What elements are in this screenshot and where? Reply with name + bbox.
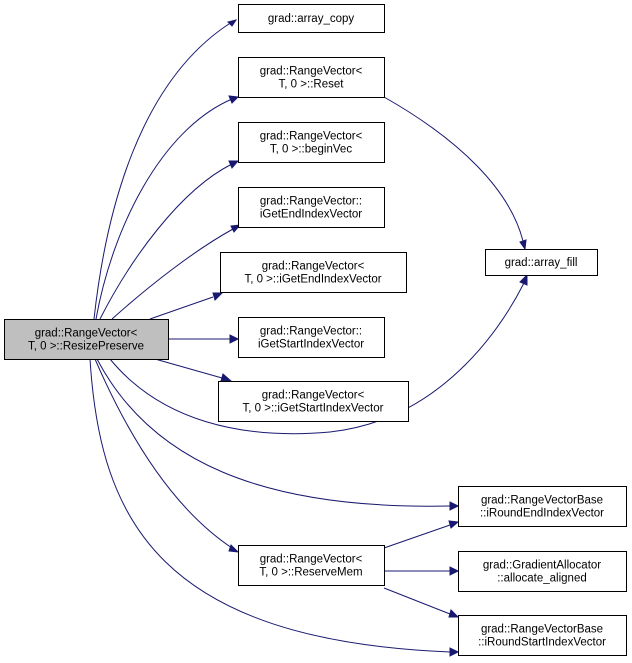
edge-resize_preserve-to-iround_start_index_vector xyxy=(89,358,460,657)
node-label-line: grad::RangeVector:: xyxy=(260,196,362,208)
edge-resize_preserve-to-reserve_mem xyxy=(94,358,240,553)
node-label-line: grad::RangeVector< xyxy=(35,328,138,340)
edge-resize_preserve-to-iget_end_index_vector xyxy=(111,224,242,320)
node-resize-preserve[interactable]: grad::RangeVector<T, 0 >::ResizePreserve xyxy=(4,319,169,360)
edge-line xyxy=(95,98,233,320)
node-label-line: grad::RangeVector< xyxy=(260,131,363,143)
edge-resize_preserve-to-begin_vec xyxy=(99,160,240,320)
arrowhead-icon xyxy=(448,520,460,529)
node-label-line: grad::RangeVector< xyxy=(260,554,363,566)
edge-resize_preserve-to-iget_start_index_vector_t0 xyxy=(154,358,233,382)
node-label-line: iGetEndIndexVector xyxy=(260,209,362,221)
edge-line xyxy=(96,358,451,507)
node-allocate-aligned[interactable]: grad::GradientAllocator::allocate_aligne… xyxy=(458,551,627,592)
node-label-line: grad::RangeVectorBase xyxy=(481,495,603,507)
edge-reset-to-array_fill xyxy=(383,96,527,251)
edge-reserve_mem-to-iround_end_index_vector xyxy=(383,520,460,549)
node-box xyxy=(238,187,385,228)
node-reserve-mem[interactable]: grad::RangeVector<T, 0 >::ReserveMem xyxy=(238,545,385,586)
node-box xyxy=(458,486,627,527)
arrowhead-icon xyxy=(228,95,240,104)
node-label-line: grad::RangeVectorBase xyxy=(481,624,603,636)
node-array-fill[interactable]: grad::array_fill xyxy=(485,249,598,276)
edge-reserve_mem-to-iround_start_index_vector xyxy=(383,587,460,618)
node-box xyxy=(238,545,385,586)
node-label-line: grad::array_copy xyxy=(268,13,355,25)
node-label-line: grad::array_fill xyxy=(505,257,578,269)
edge-line xyxy=(94,358,233,549)
edge-line xyxy=(149,296,214,320)
node-box xyxy=(485,249,598,276)
edge-reserve_mem-to-allocate_aligned xyxy=(384,566,460,576)
node-label-line: T, 0 >::iGetEndIndexVector xyxy=(244,274,381,286)
arrowhead-icon xyxy=(519,273,528,286)
arrowhead-icon xyxy=(229,334,240,344)
arrowhead-icon xyxy=(449,501,460,511)
node-label-line: T, 0 >::beginVec xyxy=(270,144,352,156)
edge-resize_preserve-to-iget_end_index_vector_t0 xyxy=(149,292,224,320)
edge-resize_preserve-to-iget_start_index_vector xyxy=(168,334,240,344)
edge-line xyxy=(383,524,451,549)
edge-resize_preserve-to-array_fill xyxy=(109,273,528,435)
edge-line xyxy=(154,358,223,379)
node-reset[interactable]: grad::RangeVector<T, 0 >::Reset xyxy=(238,57,385,98)
node-label-line: ::allocate_aligned xyxy=(497,573,587,585)
edge-resize_preserve-to-iround_end_index_vector xyxy=(96,358,460,511)
node-begin-vec[interactable]: grad::RangeVector<T, 0 >::beginVec xyxy=(238,122,385,163)
node-label-line: grad::RangeVector< xyxy=(260,66,363,78)
node-label-line: grad::RangeVector< xyxy=(262,261,365,273)
node-label-line: T, 0 >::ReserveMem xyxy=(259,567,362,579)
node-label-line: grad::RangeVector:: xyxy=(260,326,362,338)
node-label-line: grad::GradientAllocator xyxy=(483,560,601,572)
nodes-layer: grad::RangeVector<T, 0 >::ResizePreserve… xyxy=(4,4,627,656)
arrowhead-icon xyxy=(220,373,233,382)
arrowhead-icon xyxy=(228,544,240,553)
edge-line xyxy=(383,96,524,242)
node-label-line: T, 0 >::ResizePreserve xyxy=(28,341,144,353)
arrowhead-icon xyxy=(449,647,460,657)
edge-line xyxy=(99,163,233,320)
edges-layer xyxy=(89,19,528,657)
arrowhead-icon xyxy=(448,609,460,618)
node-box xyxy=(218,381,409,422)
edge-line xyxy=(383,587,451,615)
node-iget-end-index-vector[interactable]: grad::RangeVector::iGetEndIndexVector xyxy=(238,187,385,228)
node-label-line: T, 0 >::Reset xyxy=(279,79,345,91)
node-label-line: grad::RangeVector< xyxy=(262,390,365,402)
node-box xyxy=(238,57,385,98)
edge-line xyxy=(111,228,234,320)
edge-line xyxy=(109,282,525,435)
edge-resize_preserve-to-array_copy xyxy=(93,19,238,320)
node-label-line: T, 0 >::iGetStartIndexVector xyxy=(243,403,384,415)
node-label-line: ::iRoundStartIndexVector xyxy=(478,637,606,649)
arrowhead-icon xyxy=(449,566,460,576)
node-box xyxy=(220,252,407,293)
node-box xyxy=(458,551,627,592)
node-label-line: ::iRoundEndIndexVector xyxy=(480,508,604,520)
arrowhead-icon xyxy=(519,239,527,251)
edge-resize_preserve-to-reset xyxy=(95,95,240,320)
node-box xyxy=(4,319,169,360)
node-box xyxy=(238,122,385,163)
node-box xyxy=(238,4,385,33)
edge-line xyxy=(89,358,451,653)
node-iget-start-index-vector[interactable]: grad::RangeVector::iGetStartIndexVector xyxy=(238,317,385,358)
node-array-copy[interactable]: grad::array_copy xyxy=(238,4,385,33)
arrowhead-icon xyxy=(212,292,224,301)
node-box xyxy=(458,615,627,656)
node-label-line: iGetStartIndexVector xyxy=(258,339,364,351)
node-iget-end-index-vector-t0[interactable]: grad::RangeVector<T, 0 >::iGetEndIndexVe… xyxy=(220,252,407,293)
arrowhead-icon xyxy=(230,224,242,233)
arrowhead-icon xyxy=(228,160,240,169)
node-box xyxy=(238,317,385,358)
arrowhead-icon xyxy=(227,19,238,27)
node-iround-start-index-vector[interactable]: grad::RangeVectorBase::iRoundStartIndexV… xyxy=(458,615,627,656)
node-iget-start-index-vector-t0[interactable]: grad::RangeVector<T, 0 >::iGetStartIndex… xyxy=(218,381,409,422)
edge-line xyxy=(93,21,233,320)
node-iround-end-index-vector[interactable]: grad::RangeVectorBase::iRoundEndIndexVec… xyxy=(458,486,627,527)
